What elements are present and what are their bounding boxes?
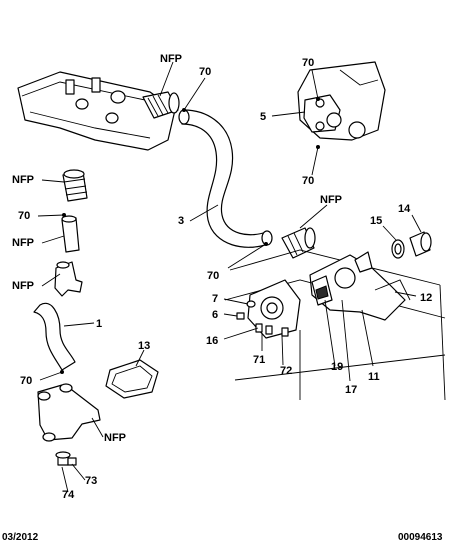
callout-70-left-1: 70: [18, 210, 30, 222]
callout-70-top: 70: [199, 66, 211, 78]
hose-1: [33, 302, 76, 371]
callout-70-upper-right: 70: [302, 57, 314, 69]
callout-labels: NFP 70 70 5 70 NFP 70 NFP NFP 14 15 3 70…: [12, 53, 432, 501]
left-tee: [54, 261, 83, 297]
callout-12: 12: [420, 292, 432, 304]
callout-73: 73: [85, 475, 97, 487]
callout-3: 3: [178, 215, 184, 227]
reference-dots: [60, 97, 320, 374]
left-fitting: [62, 169, 88, 202]
leader-lines: [37, 61, 422, 493]
callout-11: 11: [368, 371, 380, 383]
hose-3: [178, 109, 273, 248]
left-hose-short: [61, 215, 80, 253]
callout-15: 15: [370, 215, 382, 227]
callout-7: 7: [212, 293, 218, 305]
gasket-13: [105, 359, 159, 399]
outlet-fitting: [37, 383, 101, 442]
callout-16: 16: [206, 335, 218, 347]
footer-code: 00094613: [398, 532, 443, 543]
callout-nfp-bottom: NFP: [104, 432, 126, 444]
bolts-73-74: [55, 451, 77, 466]
callout-6: 6: [212, 309, 218, 321]
housing-part-5: [297, 61, 386, 141]
callout-72: 72: [280, 365, 292, 377]
manifold-housing: [17, 71, 176, 151]
threaded-fitting-mid: [281, 227, 316, 259]
callout-19: 19: [331, 361, 343, 373]
footer-date: 03/2012: [2, 532, 39, 543]
callout-1: 1: [96, 318, 102, 330]
callout-70-mid: 70: [207, 270, 219, 282]
callout-nfp-left-2: NFP: [12, 237, 34, 249]
seal-15: [391, 239, 405, 259]
callout-14: 14: [398, 203, 411, 215]
callout-17: 17: [345, 384, 357, 396]
callout-74: 74: [62, 489, 75, 501]
callout-70-low: 70: [20, 375, 32, 387]
callout-13: 13: [138, 340, 150, 352]
callout-nfp-left-3: NFP: [12, 280, 34, 292]
callout-nfp-top: NFP: [160, 53, 182, 65]
callout-71: 71: [253, 354, 265, 366]
callout-70-right: 70: [302, 175, 314, 187]
callout-nfp-mid: NFP: [320, 194, 342, 206]
callout-5: 5: [260, 111, 266, 123]
plug-14: [409, 231, 432, 257]
threaded-fitting-top: [142, 91, 180, 119]
callout-nfp-left-1: NFP: [12, 174, 34, 186]
